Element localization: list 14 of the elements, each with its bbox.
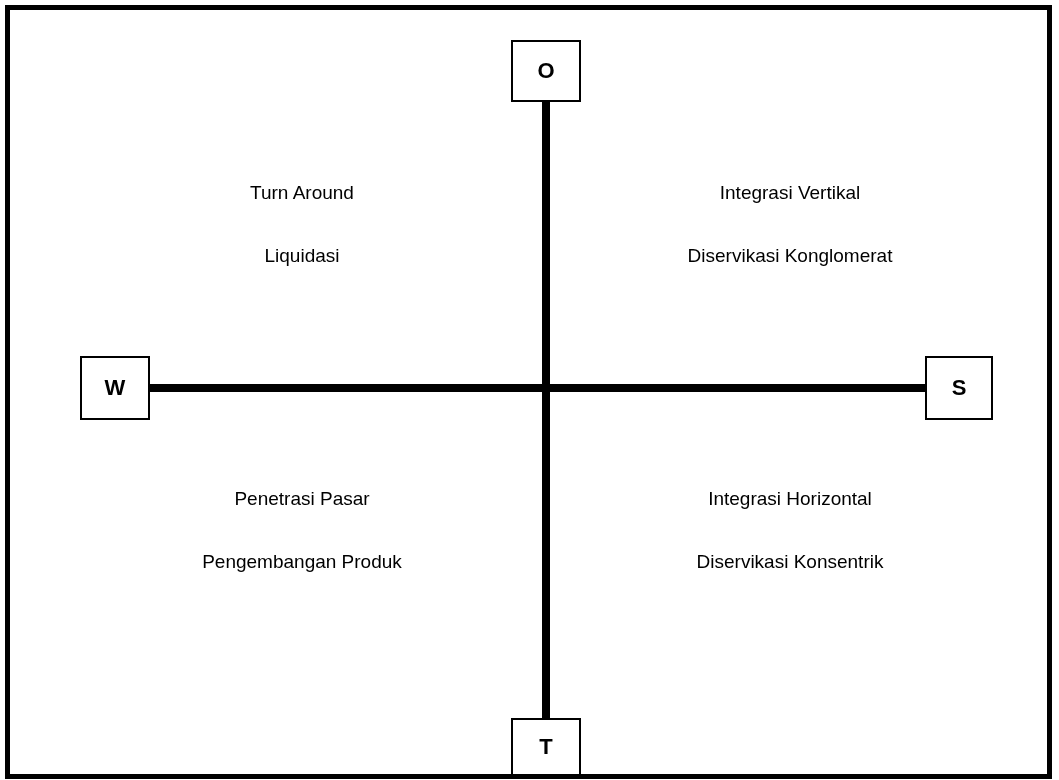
- strategy-label: Pengembangan Produk: [202, 551, 402, 573]
- strategy-label: Penetrasi Pasar: [234, 488, 370, 510]
- strategy-label: Integrasi Horizontal: [708, 488, 872, 510]
- strategy-label: Integrasi Vertikal: [719, 182, 861, 204]
- letter-box: S: [925, 356, 993, 420]
- letter-box: T: [511, 718, 581, 776]
- axis-line: [150, 384, 925, 392]
- letter-box: O: [511, 40, 581, 102]
- strategy-label: Liquidasi: [264, 245, 340, 267]
- strategy-label: Diservikasi Konsentrik: [696, 551, 884, 573]
- strategy-label: Diservikasi Konglomerat: [687, 245, 893, 267]
- axis-line: [542, 102, 550, 718]
- letter-box: W: [80, 356, 150, 420]
- strategy-label: Turn Around: [250, 182, 354, 204]
